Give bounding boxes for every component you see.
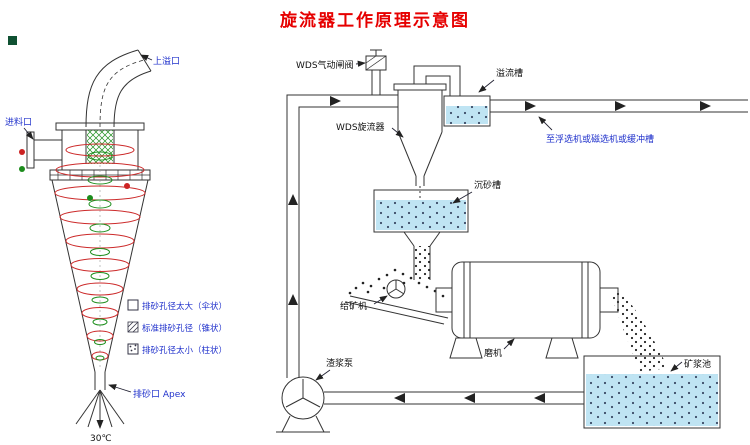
slurry-pool-label: 矿浆池	[684, 358, 711, 370]
valve-label: WDS气动闸阀	[296, 59, 354, 71]
legend-icon-column	[127, 343, 139, 355]
temperature-label: 30℃	[90, 434, 112, 444]
flow-labels: WDS气动闸阀 WDS旋流器 溢流槽 至浮选机或磁选机或缓冲槽 沉砂槽 给矿机 …	[296, 59, 711, 381]
wds-cyclone	[393, 65, 461, 200]
cyclone-labels: 上溢口 进料口 排砂口 Apex 30℃	[5, 54, 186, 444]
pneumatic-valve	[365, 49, 387, 96]
feed-particle-dots	[19, 149, 130, 201]
overflow-tank-label: 溢流槽	[496, 67, 523, 79]
green-marker-icon	[8, 36, 17, 45]
overflow-port-label: 上溢口	[153, 55, 180, 67]
page-title: 旋流器工作原理示意图	[280, 11, 470, 31]
cyclone-label: WDS旋流器	[336, 121, 385, 133]
legend-label-standard: 标准排砂孔径（锥状）	[142, 323, 227, 334]
pump-label: 渣浆泵	[326, 357, 353, 369]
apex-size-legend: 排砂孔径太大（伞状） 标准排砂孔径（锥状） 排砂孔径太小（柱状）	[127, 299, 227, 356]
legend-label-too-small: 排砂孔径太小（柱状）	[142, 345, 227, 356]
hydrocyclone-cross-section	[26, 49, 152, 429]
apex-label: 排砂口 Apex	[133, 388, 186, 400]
inner-vortex-spirals	[87, 151, 113, 361]
slurry-pump	[276, 376, 330, 433]
feeder	[345, 279, 449, 325]
overflow-tank	[443, 95, 491, 127]
riser-pipe	[286, 94, 398, 378]
sand-settling-tank	[373, 189, 469, 280]
mill-discharge-stream	[612, 290, 668, 372]
feeder-label: 给矿机	[340, 300, 367, 312]
sand-tank-label: 沉砂槽	[474, 179, 501, 191]
flow-diagram	[276, 49, 748, 433]
slurry-pool	[583, 355, 721, 429]
ore-scatter-dots	[348, 268, 445, 298]
legend-icon-cone	[127, 321, 139, 333]
destination-label: 至浮选机或磁选机或缓冲槽	[546, 133, 654, 145]
mill-label: 磨机	[484, 347, 502, 359]
ball-mill	[435, 261, 619, 359]
legend-icon-umbrella	[127, 299, 139, 311]
outer-vortex-spirals	[54, 143, 146, 361]
legend-label-too-large: 排砂孔径太大（伞状）	[142, 301, 227, 312]
feed-inlet-label: 进料口	[5, 116, 32, 128]
